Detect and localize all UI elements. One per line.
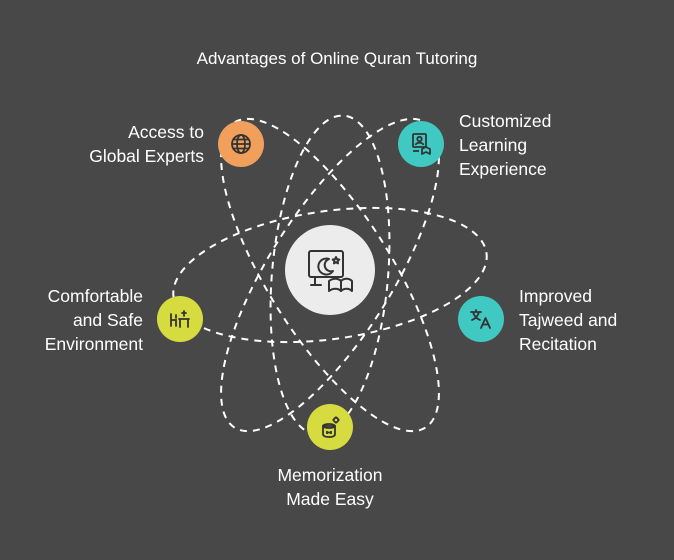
label-customized-learning: Customized Learning Experience bbox=[459, 109, 609, 181]
label-line: Improved bbox=[519, 286, 592, 306]
orbit-ellipse-left-tilt bbox=[220, 117, 440, 433]
label-line: Experience bbox=[459, 159, 547, 179]
label-line: Learning bbox=[459, 135, 528, 155]
translate-icon bbox=[470, 309, 491, 329]
label-line: Memorization bbox=[277, 465, 383, 485]
classroom-desk-icon bbox=[170, 310, 190, 328]
label-line: Environment bbox=[44, 334, 143, 354]
label-line: Recitation bbox=[519, 334, 597, 354]
node-global-experts bbox=[218, 121, 264, 167]
label-line: Tajweed and bbox=[519, 310, 618, 330]
label-line: Customized bbox=[459, 111, 552, 131]
label-line: Access to bbox=[128, 122, 204, 142]
node-memorization bbox=[307, 404, 353, 450]
globe-icon bbox=[231, 134, 251, 154]
label-memorization: Memorization Made Easy bbox=[230, 463, 430, 511]
label-line: Made Easy bbox=[286, 489, 374, 509]
brain-gear-icon bbox=[322, 416, 340, 438]
node-tajweed bbox=[458, 296, 504, 342]
diagram-title: Advantages of Online Quran Tutoring bbox=[196, 49, 478, 68]
customized-learning-icon bbox=[412, 133, 431, 155]
quran-learning-icon bbox=[308, 250, 353, 292]
label-tajweed: Improved Tajweed and Recitation bbox=[519, 284, 669, 356]
center-hub bbox=[285, 225, 375, 315]
node-safe-environment bbox=[157, 296, 203, 342]
label-global-experts: Access to Global Experts bbox=[40, 120, 204, 168]
label-line: Comfortable bbox=[47, 286, 143, 306]
node-customized-learning bbox=[398, 121, 444, 167]
label-safe-environment: Comfortable and Safe Environment bbox=[10, 284, 143, 356]
label-line: Global Experts bbox=[89, 146, 204, 166]
label-line: and Safe bbox=[72, 310, 143, 330]
